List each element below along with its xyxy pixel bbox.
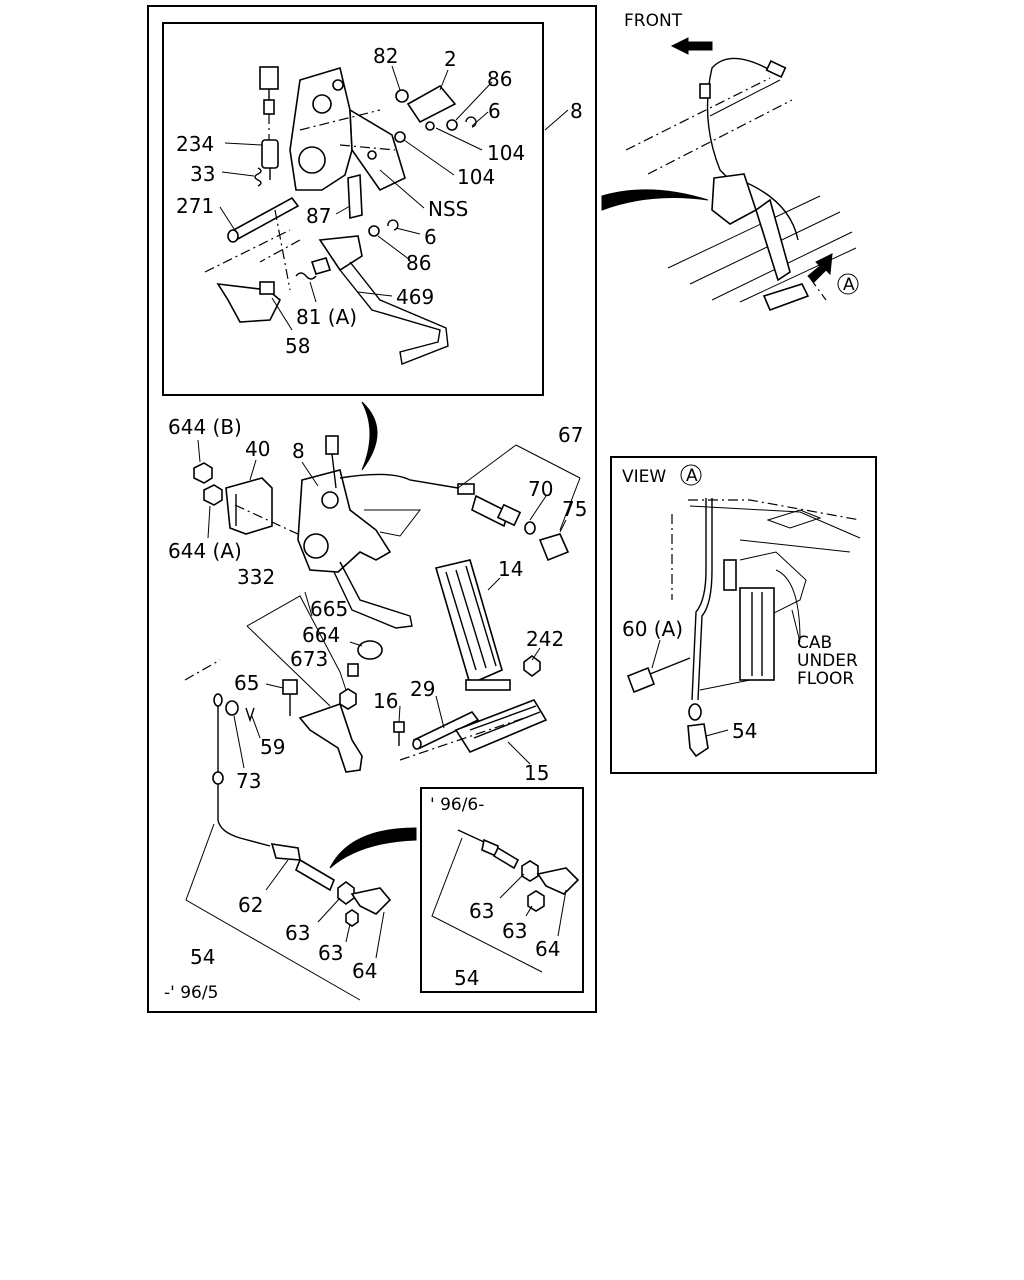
cab-label-1: CAB: [797, 633, 832, 653]
callout-86-mid: 86: [406, 251, 431, 275]
view-a-marker: A: [686, 466, 698, 486]
callout-16: 16: [373, 689, 398, 713]
callout-14: 14: [498, 557, 523, 581]
late-cable-frame: [420, 787, 584, 993]
top-detail-frame: [162, 22, 544, 396]
callout-8-mid: 8: [292, 439, 305, 463]
callout-332: 332: [237, 565, 275, 589]
callout-58: 58: [285, 334, 310, 358]
cab-label-2: UNDER: [797, 651, 858, 671]
callout-664: 664: [302, 623, 340, 647]
callout-62: 62: [238, 893, 263, 917]
callout-63-late-b: 63: [502, 919, 527, 943]
callout-86-top: 86: [487, 67, 512, 91]
callout-87: 87: [306, 204, 331, 228]
callout-82: 82: [373, 44, 398, 68]
callout-60a: 60 (A): [622, 617, 683, 641]
view-a-frame: [610, 456, 877, 774]
callout-81a: 81 (A): [296, 305, 357, 329]
view-a-drawing: [626, 464, 861, 758]
top-leaders: [219, 65, 569, 331]
callout-54-view: 54: [732, 719, 757, 743]
callout-242: 242: [526, 627, 564, 651]
callout-64-late: 64: [535, 937, 560, 961]
location-view: [625, 37, 859, 312]
curved-pointer-mid: [361, 401, 378, 471]
middle-leaders: [197, 439, 581, 769]
callout-6-top: 6: [488, 99, 501, 123]
front-label: FRONT: [624, 11, 683, 31]
date-late: ' 96/6-: [430, 795, 484, 815]
callout-54-late: 54: [454, 966, 479, 990]
cab-label-3: FLOOR: [797, 669, 854, 689]
callout-65: 65: [234, 671, 259, 695]
callout-75: 75: [562, 497, 587, 521]
late-cable-parts: [431, 829, 580, 973]
callout-33: 33: [190, 162, 215, 186]
callout-73: 73: [236, 769, 261, 793]
callout-29: 29: [410, 677, 435, 701]
callout-54-early: 54: [190, 945, 215, 969]
callout-2: 2: [444, 47, 457, 71]
curved-pointer-late: [329, 827, 417, 869]
callout-64-early: 64: [352, 959, 377, 983]
view-a-title: VIEW: [622, 467, 666, 487]
callout-70: 70: [528, 477, 553, 501]
callout-104-a: 104: [487, 141, 525, 165]
curved-pointer-location: [601, 189, 709, 211]
main-frame: [147, 5, 597, 1013]
callout-234: 234: [176, 132, 214, 156]
callout-8-top: 8: [570, 99, 583, 123]
callout-644b: 644 (B): [168, 415, 242, 439]
early-cable-leaders: [185, 823, 385, 1001]
view-a-marker-location: A: [843, 275, 855, 295]
callout-59: 59: [260, 735, 285, 759]
callout-644a: 644 (A): [168, 539, 242, 563]
pedal-assembly: [184, 435, 570, 927]
callout-63-late-a: 63: [469, 899, 494, 923]
callout-6-mid: 6: [424, 225, 437, 249]
callout-104-b: 104: [457, 165, 495, 189]
callout-63-early-a: 63: [285, 921, 310, 945]
callout-63-early-b: 63: [318, 941, 343, 965]
pedal-bracket-exploded: [204, 66, 477, 365]
date-early: -' 96/5: [164, 983, 218, 1003]
callout-nss: NSS: [428, 197, 468, 221]
callout-271: 271: [176, 194, 214, 218]
callout-665: 665: [310, 597, 348, 621]
callout-40: 40: [245, 437, 270, 461]
callout-15: 15: [524, 761, 549, 785]
callout-469: 469: [396, 285, 434, 309]
callout-673: 673: [290, 647, 328, 671]
callout-67: 67: [558, 423, 583, 447]
